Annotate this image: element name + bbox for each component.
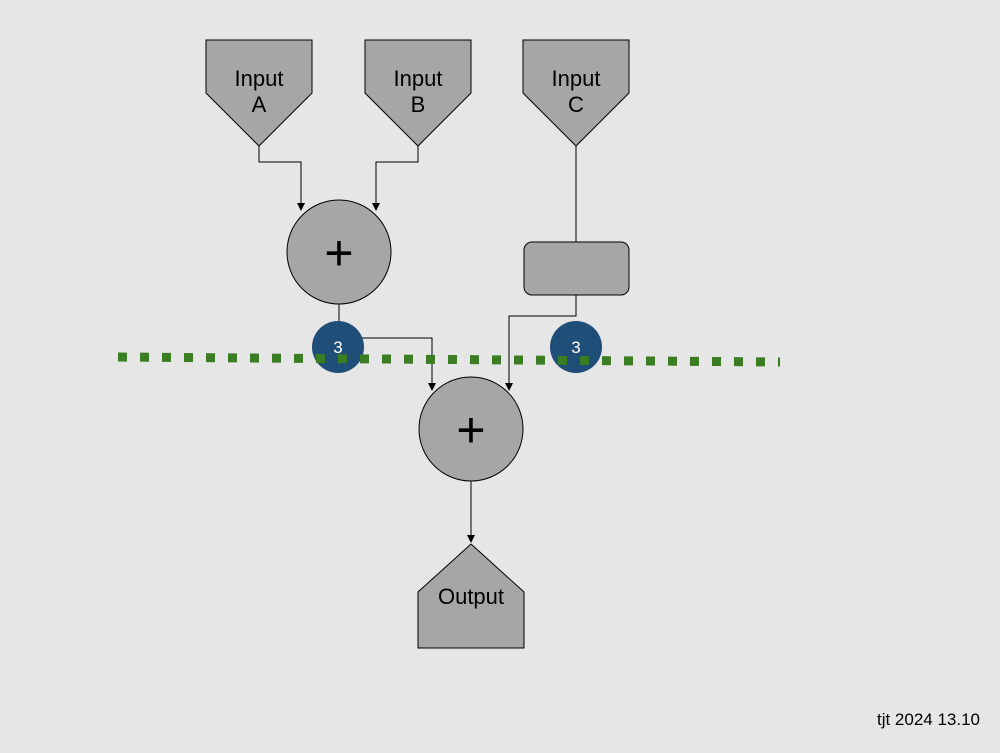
input-a-label-line1: Input (235, 66, 284, 91)
input-b-label-line1: Input (394, 66, 443, 91)
edge-adder1-to-adder2 (338, 304, 436, 391)
delay-block (523, 241, 630, 296)
input-c-label-line2: C (568, 92, 584, 117)
input-a-label-line2: A (252, 92, 267, 117)
adder-1-plus-icon: + (324, 225, 353, 281)
adder-2-node: + (418, 376, 524, 482)
input-a-node: Input A (205, 39, 313, 147)
output-label: Output (438, 584, 504, 609)
input-c-node: Input C (522, 39, 630, 147)
input-b-label-line2: B (411, 92, 426, 117)
edge-b-to-adder1 (372, 146, 419, 211)
delay-badge-right-count: 3 (571, 338, 580, 357)
delay-badge-left-count: 3 (333, 338, 342, 357)
adder-1-node: + (286, 199, 392, 305)
edge-delay-to-adder2 (505, 295, 577, 391)
input-c-label-line1: Input (552, 66, 601, 91)
input-b-node: Input B (364, 39, 472, 147)
pipeline-cut-line (117, 352, 781, 367)
delay-badge-right: 3 (550, 321, 602, 373)
adder-2-plus-icon: + (456, 402, 485, 458)
edge-a-to-adder1 (258, 146, 305, 211)
output-node: Output (417, 543, 525, 649)
footer-credit: tjt 2024 13.10 (876, 710, 980, 729)
delay-badge-left: 3 (312, 321, 364, 373)
